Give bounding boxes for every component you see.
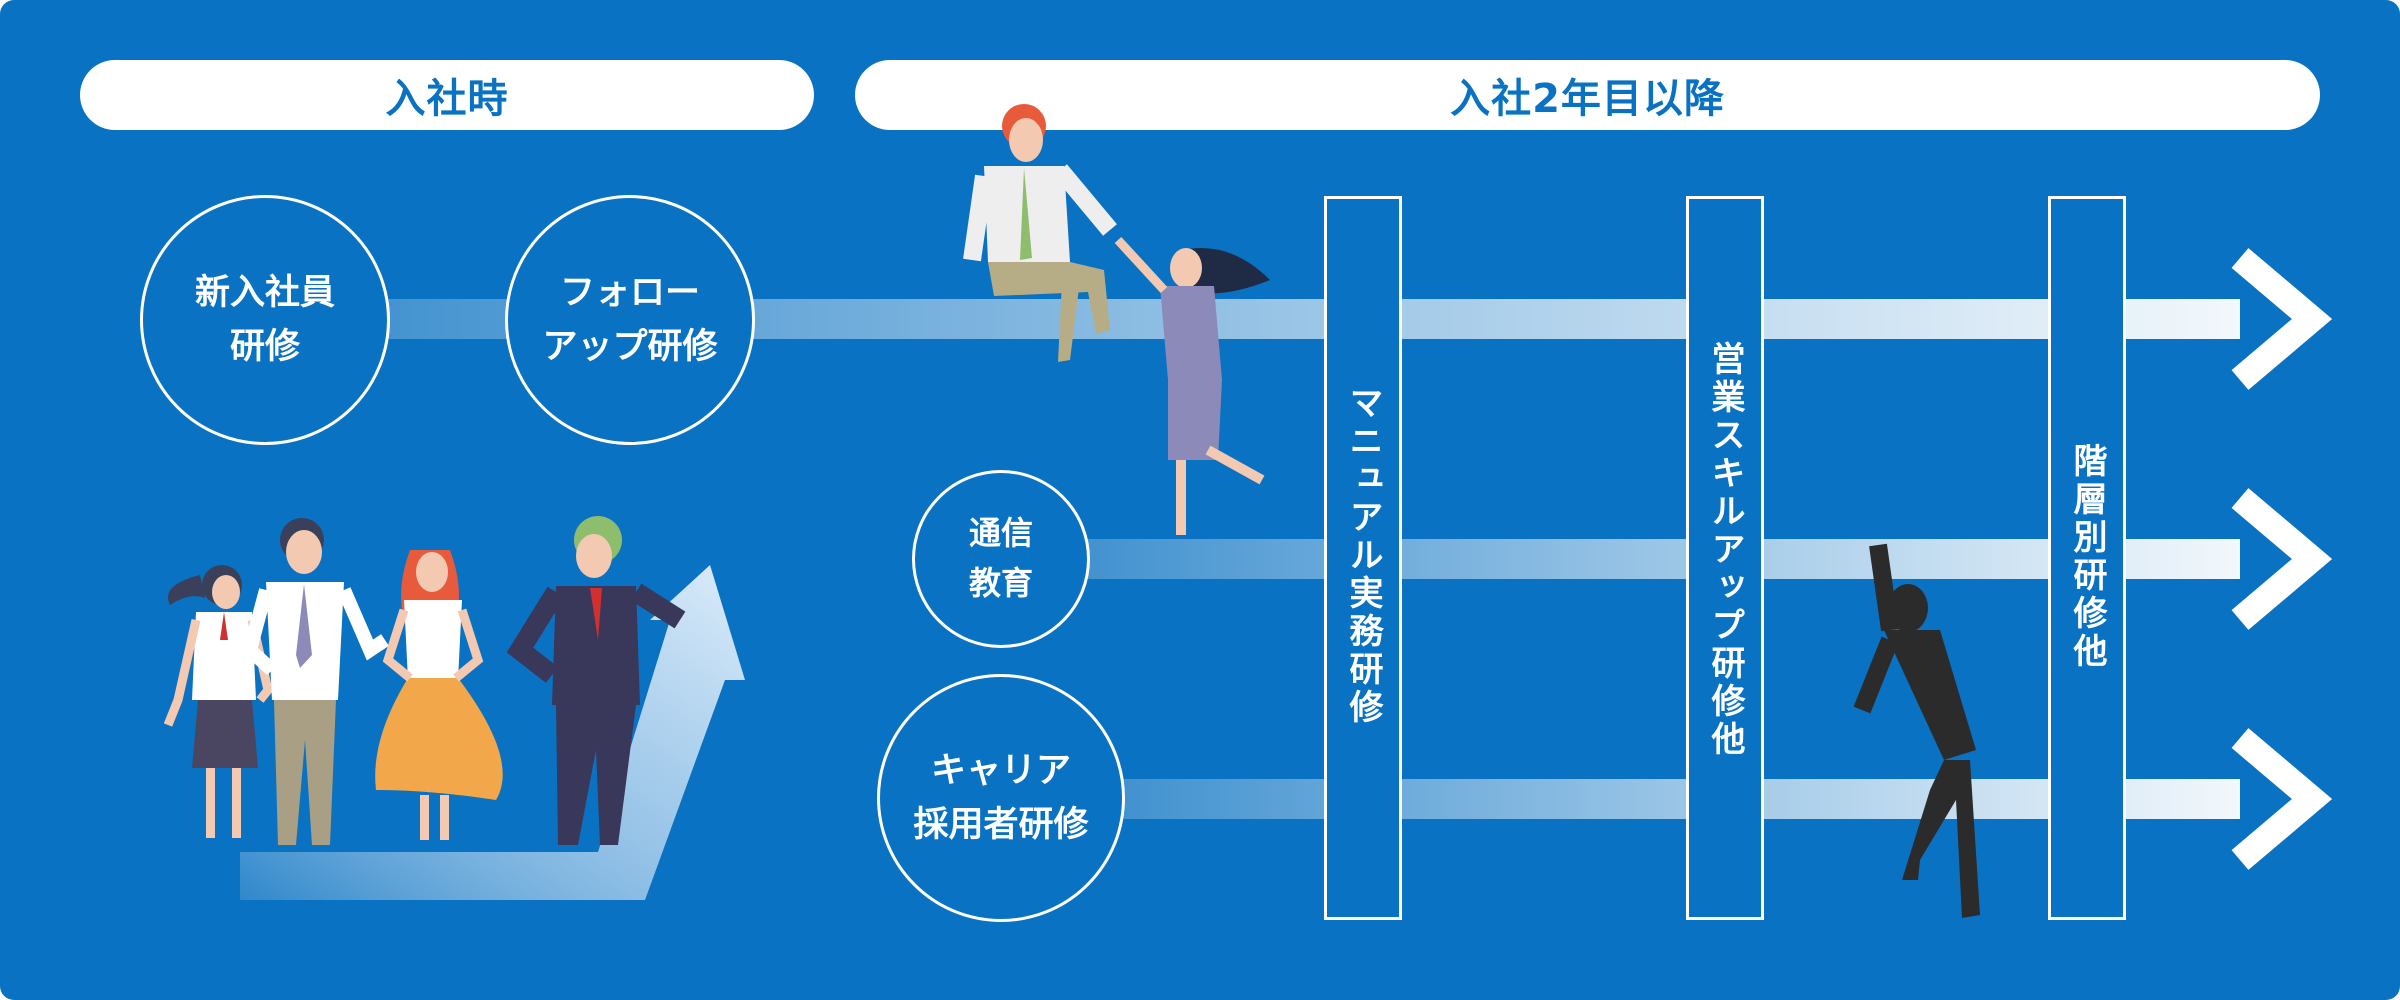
column-manual-training: マニュアル実務研修 xyxy=(1324,196,1402,920)
arrow-head-middle xyxy=(2231,488,2333,630)
header-year2-label: 入社2年目以降 xyxy=(1450,76,1725,122)
header-onboarding-label: 入社時 xyxy=(385,76,509,122)
arrow-head-bottom xyxy=(2231,728,2333,870)
track-band-middle xyxy=(1070,539,2240,579)
arrow-head-top xyxy=(2231,248,2333,390)
header-onboarding: 入社時 xyxy=(80,60,814,130)
circle-new-hire-training: 新入社員 研修 xyxy=(140,195,390,445)
climbing-man-illustration xyxy=(1853,543,1980,918)
correspondence-label: 通信 教育 xyxy=(968,514,1033,602)
sales-label: 営業スキルアップ研修他 xyxy=(1705,341,1745,759)
header-year2: 入社2年目以降 xyxy=(855,60,2320,130)
career-hire-label: キャリア 採用者研修 xyxy=(913,750,1089,845)
level-label: 階層別研修他 xyxy=(2067,443,2107,671)
manual-label: マニュアル実務研修 xyxy=(1343,385,1383,727)
column-level-training: 階層別研修他 xyxy=(2048,196,2126,920)
circle-correspondence-education: 通信 教育 xyxy=(912,470,1090,648)
circle-followup-training: フォロー アップ研修 xyxy=(505,195,755,445)
column-sales-skill-training: 営業スキルアップ研修他 xyxy=(1686,196,1764,920)
circle-career-hire-training: キャリア 採用者研修 xyxy=(877,674,1125,922)
new-hire-label: 新入社員 研修 xyxy=(194,272,335,367)
sitting-man-illustration xyxy=(963,104,1117,362)
walking-woman-illustration xyxy=(1114,236,1270,535)
followup-label: フォロー アップ研修 xyxy=(542,272,718,367)
team-illustration xyxy=(163,516,686,845)
